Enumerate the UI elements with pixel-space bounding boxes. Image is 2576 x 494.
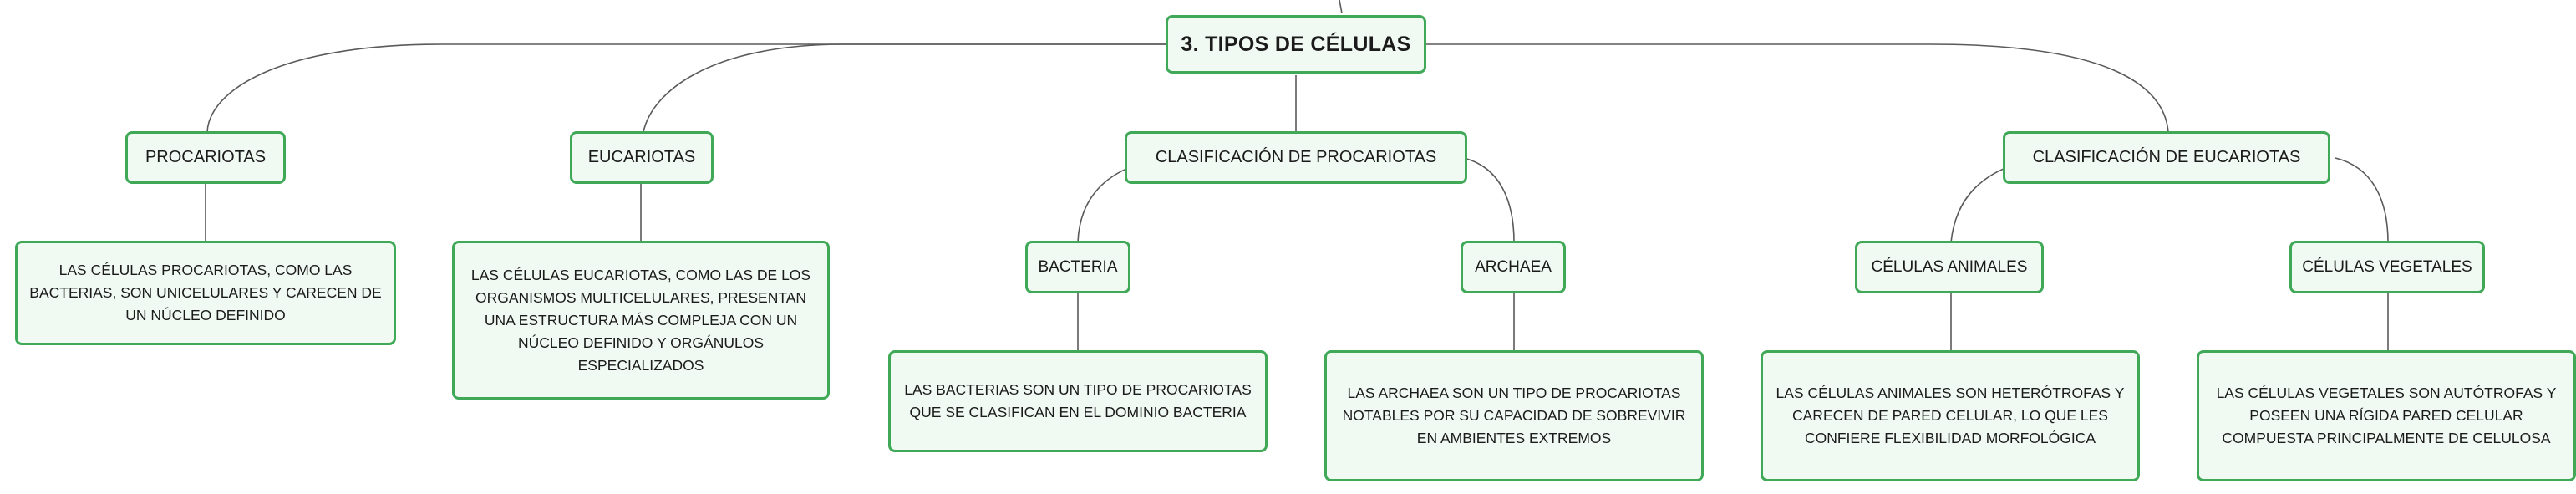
subtopic-celulas-vegetales-label: CÉLULAS VEGETALES — [2302, 257, 2472, 276]
connector-parent-root — [1339, 0, 1343, 14]
description-procariotas[interactable]: LAS CÉLULAS PROCARIOTAS, COMO LAS BACTER… — [15, 241, 396, 345]
description-celulas-animales[interactable]: LAS CÉLULAS ANIMALES SON HETERÓTROFAS Y … — [1761, 350, 2140, 481]
description-eucariotas[interactable]: LAS CÉLULAS EUCARIOTAS, COMO LAS DE LOS … — [452, 241, 830, 400]
subtopic-bacteria[interactable]: BACTERIA — [1025, 241, 1130, 293]
connector-clas-euc-vegetales — [2335, 157, 2389, 243]
root-topic-label: 3. TIPOS DE CÉLULAS — [1181, 32, 1411, 56]
description-procariotas-text: LAS CÉLULAS PROCARIOTAS, COMO LAS BACTER… — [29, 262, 382, 323]
description-bacteria-text: LAS BACTERIAS SON UN TIPO DE PROCARIOTAS… — [904, 381, 1252, 420]
topic-clasificacion-eucariotas[interactable]: CLASIFICACIÓN DE EUCARIOTAS — [2003, 131, 2330, 184]
connector-root-clas-eucariotas — [1424, 43, 2169, 133]
topic-eucariotas-label: EUCARIOTAS — [587, 148, 696, 166]
description-eucariotas-text: LAS CÉLULAS EUCARIOTAS, COMO LAS DE LOS … — [470, 266, 811, 374]
description-archaea-text: LAS ARCHAEA SON UN TIPO DE PROCARIOTAS N… — [1342, 385, 1686, 446]
description-celulas-vegetales-text: LAS CÉLULAS VEGETALES SON AUTÓTROFAS Y P… — [2216, 385, 2557, 446]
topic-eucariotas[interactable]: EUCARIOTAS — [570, 131, 714, 184]
subtopic-celulas-vegetales[interactable]: CÉLULAS VEGETALES — [2289, 241, 2485, 293]
subtopic-archaea[interactable]: ARCHAEA — [1461, 241, 1566, 293]
connector-root-eucariotas — [643, 43, 1168, 133]
topic-clasificacion-procariotas-label: CLASIFICACIÓN DE PROCARIOTAS — [1155, 148, 1437, 166]
subtopic-archaea-label: ARCHAEA — [1475, 257, 1552, 276]
description-bacteria[interactable]: LAS BACTERIAS SON UN TIPO DE PROCARIOTAS… — [888, 350, 1268, 452]
subtopic-bacteria-label: BACTERIA — [1038, 257, 1118, 276]
subtopic-celulas-animales[interactable]: CÉLULAS ANIMALES — [1855, 241, 2044, 293]
root-topic-tipos-de-celulas[interactable]: 3. TIPOS DE CÉLULAS — [1166, 15, 1426, 74]
description-archaea[interactable]: LAS ARCHAEA SON UN TIPO DE PROCARIOTAS N… — [1324, 350, 1704, 481]
description-celulas-vegetales[interactable]: LAS CÉLULAS VEGETALES SON AUTÓTROFAS Y P… — [2197, 350, 2576, 481]
topic-procariotas[interactable]: PROCARIOTAS — [125, 131, 286, 184]
description-celulas-animales-text: LAS CÉLULAS ANIMALES SON HETERÓTROFAS Y … — [1776, 385, 2125, 446]
topic-procariotas-label: PROCARIOTAS — [145, 148, 267, 166]
connector-root-procariotas — [206, 43, 1168, 133]
subtopic-celulas-animales-label: CÉLULAS ANIMALES — [1871, 257, 2028, 276]
topic-clasificacion-eucariotas-label: CLASIFICACIÓN DE EUCARIOTAS — [2032, 148, 2301, 166]
topic-clasificacion-procariotas[interactable]: CLASIFICACIÓN DE PROCARIOTAS — [1125, 131, 1467, 184]
connector-clas-proc-archaea — [1463, 157, 1515, 243]
